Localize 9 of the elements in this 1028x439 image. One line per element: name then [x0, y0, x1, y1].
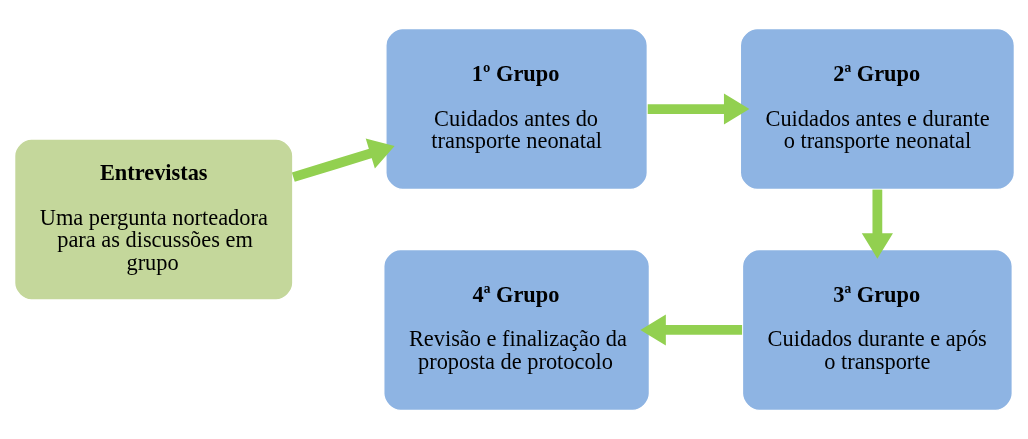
arrow [647, 93, 749, 125]
node-box: Entrevistas Uma pergunta norteadora para as discussões em grupo [13, 138, 294, 301]
node-box: 1º Grupo Cuidados antes do transporte neonatal [384, 27, 648, 191]
node-box: 2ª Grupo Cuidados antes e durante o transporte neonatal [739, 27, 1015, 191]
arrow [639, 314, 742, 346]
arrow [291, 138, 395, 182]
node-box: 4ª Grupo Revisão e finalização da proposta de protocolo [382, 248, 650, 412]
node-box: 3ª Grupo Cuidados durante e após o transporte [741, 248, 1013, 412]
arrow [861, 189, 893, 259]
